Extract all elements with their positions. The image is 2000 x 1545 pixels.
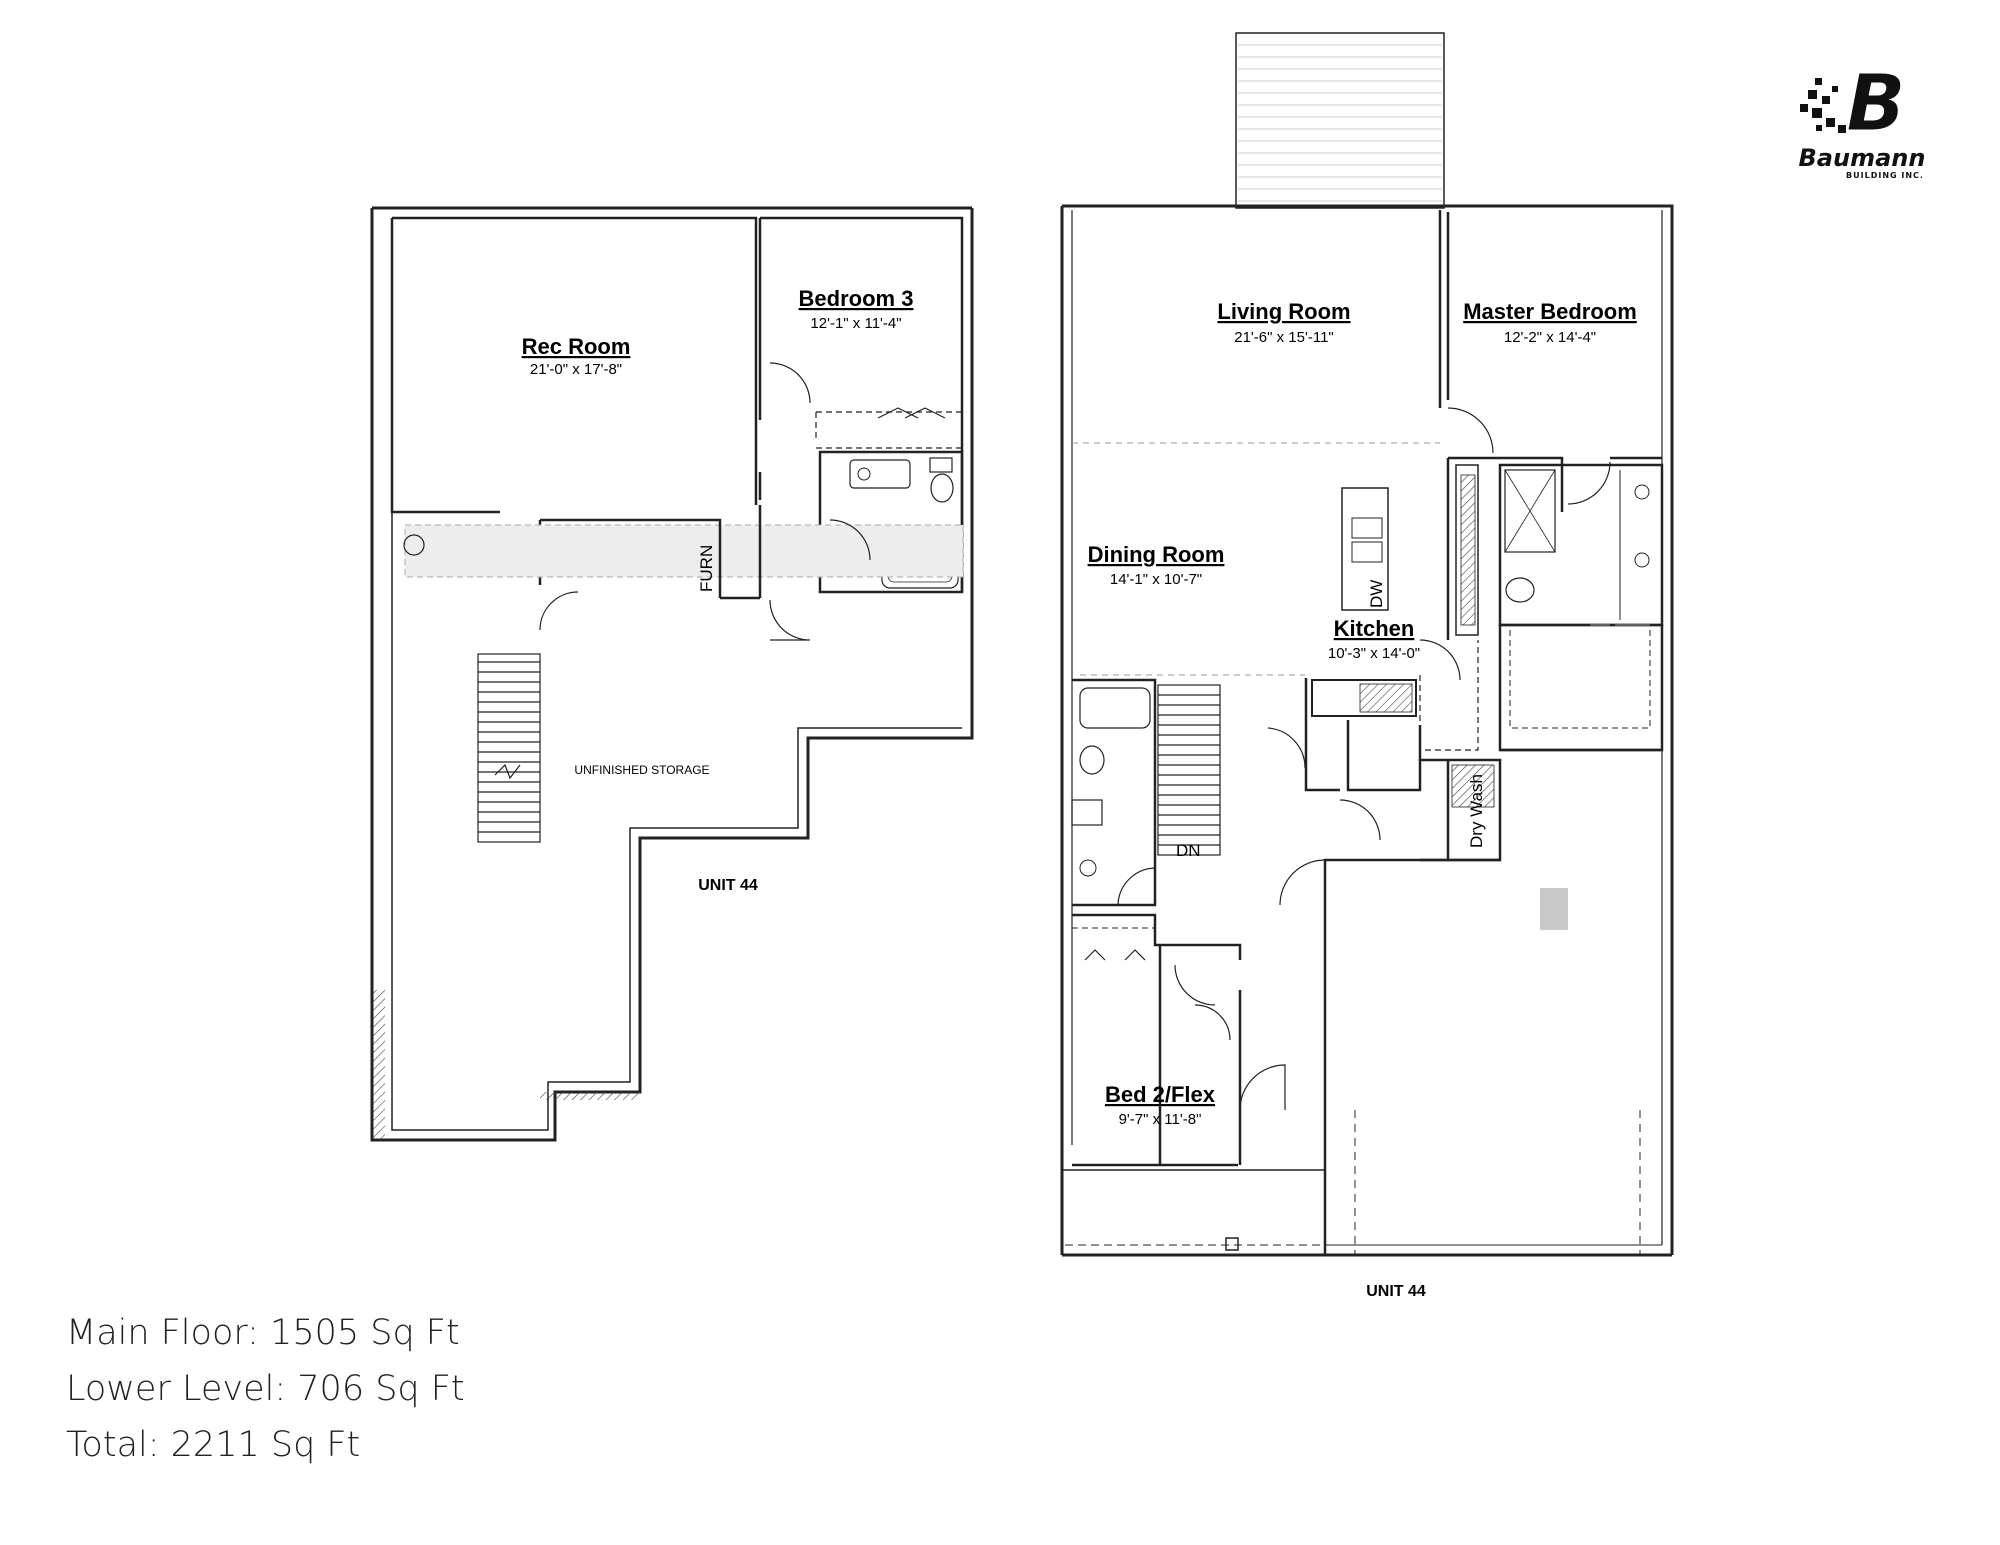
bedroom-3-label: Bedroom 3 bbox=[799, 286, 914, 311]
dishwasher-label: DW bbox=[1367, 580, 1386, 608]
laundry-label: Dry Wash bbox=[1467, 774, 1486, 848]
main-unit-label: UNIT 44 bbox=[1366, 1283, 1426, 1300]
bedroom-3-dims: 12'-1" x 11'-4" bbox=[810, 315, 901, 332]
lower-level-area: Lower Level: 706 Sq Ft bbox=[66, 1369, 465, 1409]
master-closet bbox=[1498, 623, 1664, 752]
main-floor-area: Main Floor: 1505 Sq Ft bbox=[66, 1313, 460, 1353]
living-room-label: Living Room bbox=[1217, 299, 1350, 324]
rec-room-label: Rec Room bbox=[522, 334, 631, 359]
bed-2-flex-walls bbox=[1072, 913, 1242, 1167]
master-bedroom-walls bbox=[1446, 456, 1662, 640]
logo-name: Baumann bbox=[1799, 144, 1926, 172]
lower-level-bottom-wall-hatch bbox=[540, 1092, 640, 1100]
lower-level-outer-wall bbox=[370, 206, 974, 1142]
garage-column bbox=[1540, 888, 1568, 930]
main-floor-plan bbox=[1060, 32, 1674, 1257]
kitchen-island bbox=[1341, 487, 1389, 611]
master-bedroom-dims: 12'-2" x 14'-4" bbox=[1504, 329, 1596, 346]
main-floor-labels: Living Room 21'-6" x 15'-11" Master Bedr… bbox=[1088, 299, 1637, 1300]
living-room-dims: 21'-6" x 15'-11" bbox=[1234, 329, 1334, 346]
logo-subtitle: BUILDING INC. bbox=[1846, 171, 1924, 180]
unfinished-storage-label: UNFINISHED STORAGE bbox=[574, 763, 709, 777]
lower-bath bbox=[818, 450, 964, 594]
lower-level-left-wall-hatch bbox=[373, 990, 385, 1140]
area-summary: Main Floor: 1505 Sq Ft Lower Level: 706 … bbox=[66, 1305, 465, 1473]
kitchen-dims: 10'-3" x 14'-0" bbox=[1328, 645, 1420, 662]
stairs-down-label: DN bbox=[1176, 841, 1201, 860]
main-stairs bbox=[1157, 684, 1221, 856]
total-area: Total: 2211 Sq Ft bbox=[66, 1425, 361, 1465]
furnace-label: FURN bbox=[697, 545, 716, 592]
main-bath-walls bbox=[1072, 678, 1157, 907]
lower-level-plan bbox=[370, 206, 974, 1142]
baumann-logo: B Baumann BUILDING INC. bbox=[1799, 59, 1926, 181]
deck bbox=[1235, 32, 1445, 209]
bed-2-flex-dims: 9'-7" x 11'-8" bbox=[1119, 1111, 1202, 1128]
dining-room-label: Dining Room bbox=[1088, 542, 1225, 567]
lower-hall bbox=[404, 524, 964, 578]
dining-room-dims: 14'-1" x 10'-7" bbox=[1110, 571, 1202, 588]
master-bedroom-label: Master Bedroom bbox=[1463, 299, 1637, 324]
bed-2-flex-label: Bed 2/Flex bbox=[1105, 1082, 1216, 1107]
logo-pixel-squares bbox=[1800, 78, 1846, 133]
logo-letter: B bbox=[1846, 59, 1905, 149]
rec-room-dims: 21'-0" x 17'-8" bbox=[530, 361, 622, 378]
lower-unit-label: UNIT 44 bbox=[698, 877, 758, 894]
lower-level-labels: Rec Room 21'-0" x 17'-8" Bedroom 3 12'-1… bbox=[522, 286, 914, 894]
main-floor-outer-wall bbox=[1060, 204, 1674, 1255]
lower-stairs bbox=[477, 653, 541, 843]
garage-walls bbox=[1323, 748, 1662, 1255]
kitchen-label: Kitchen bbox=[1334, 616, 1415, 641]
